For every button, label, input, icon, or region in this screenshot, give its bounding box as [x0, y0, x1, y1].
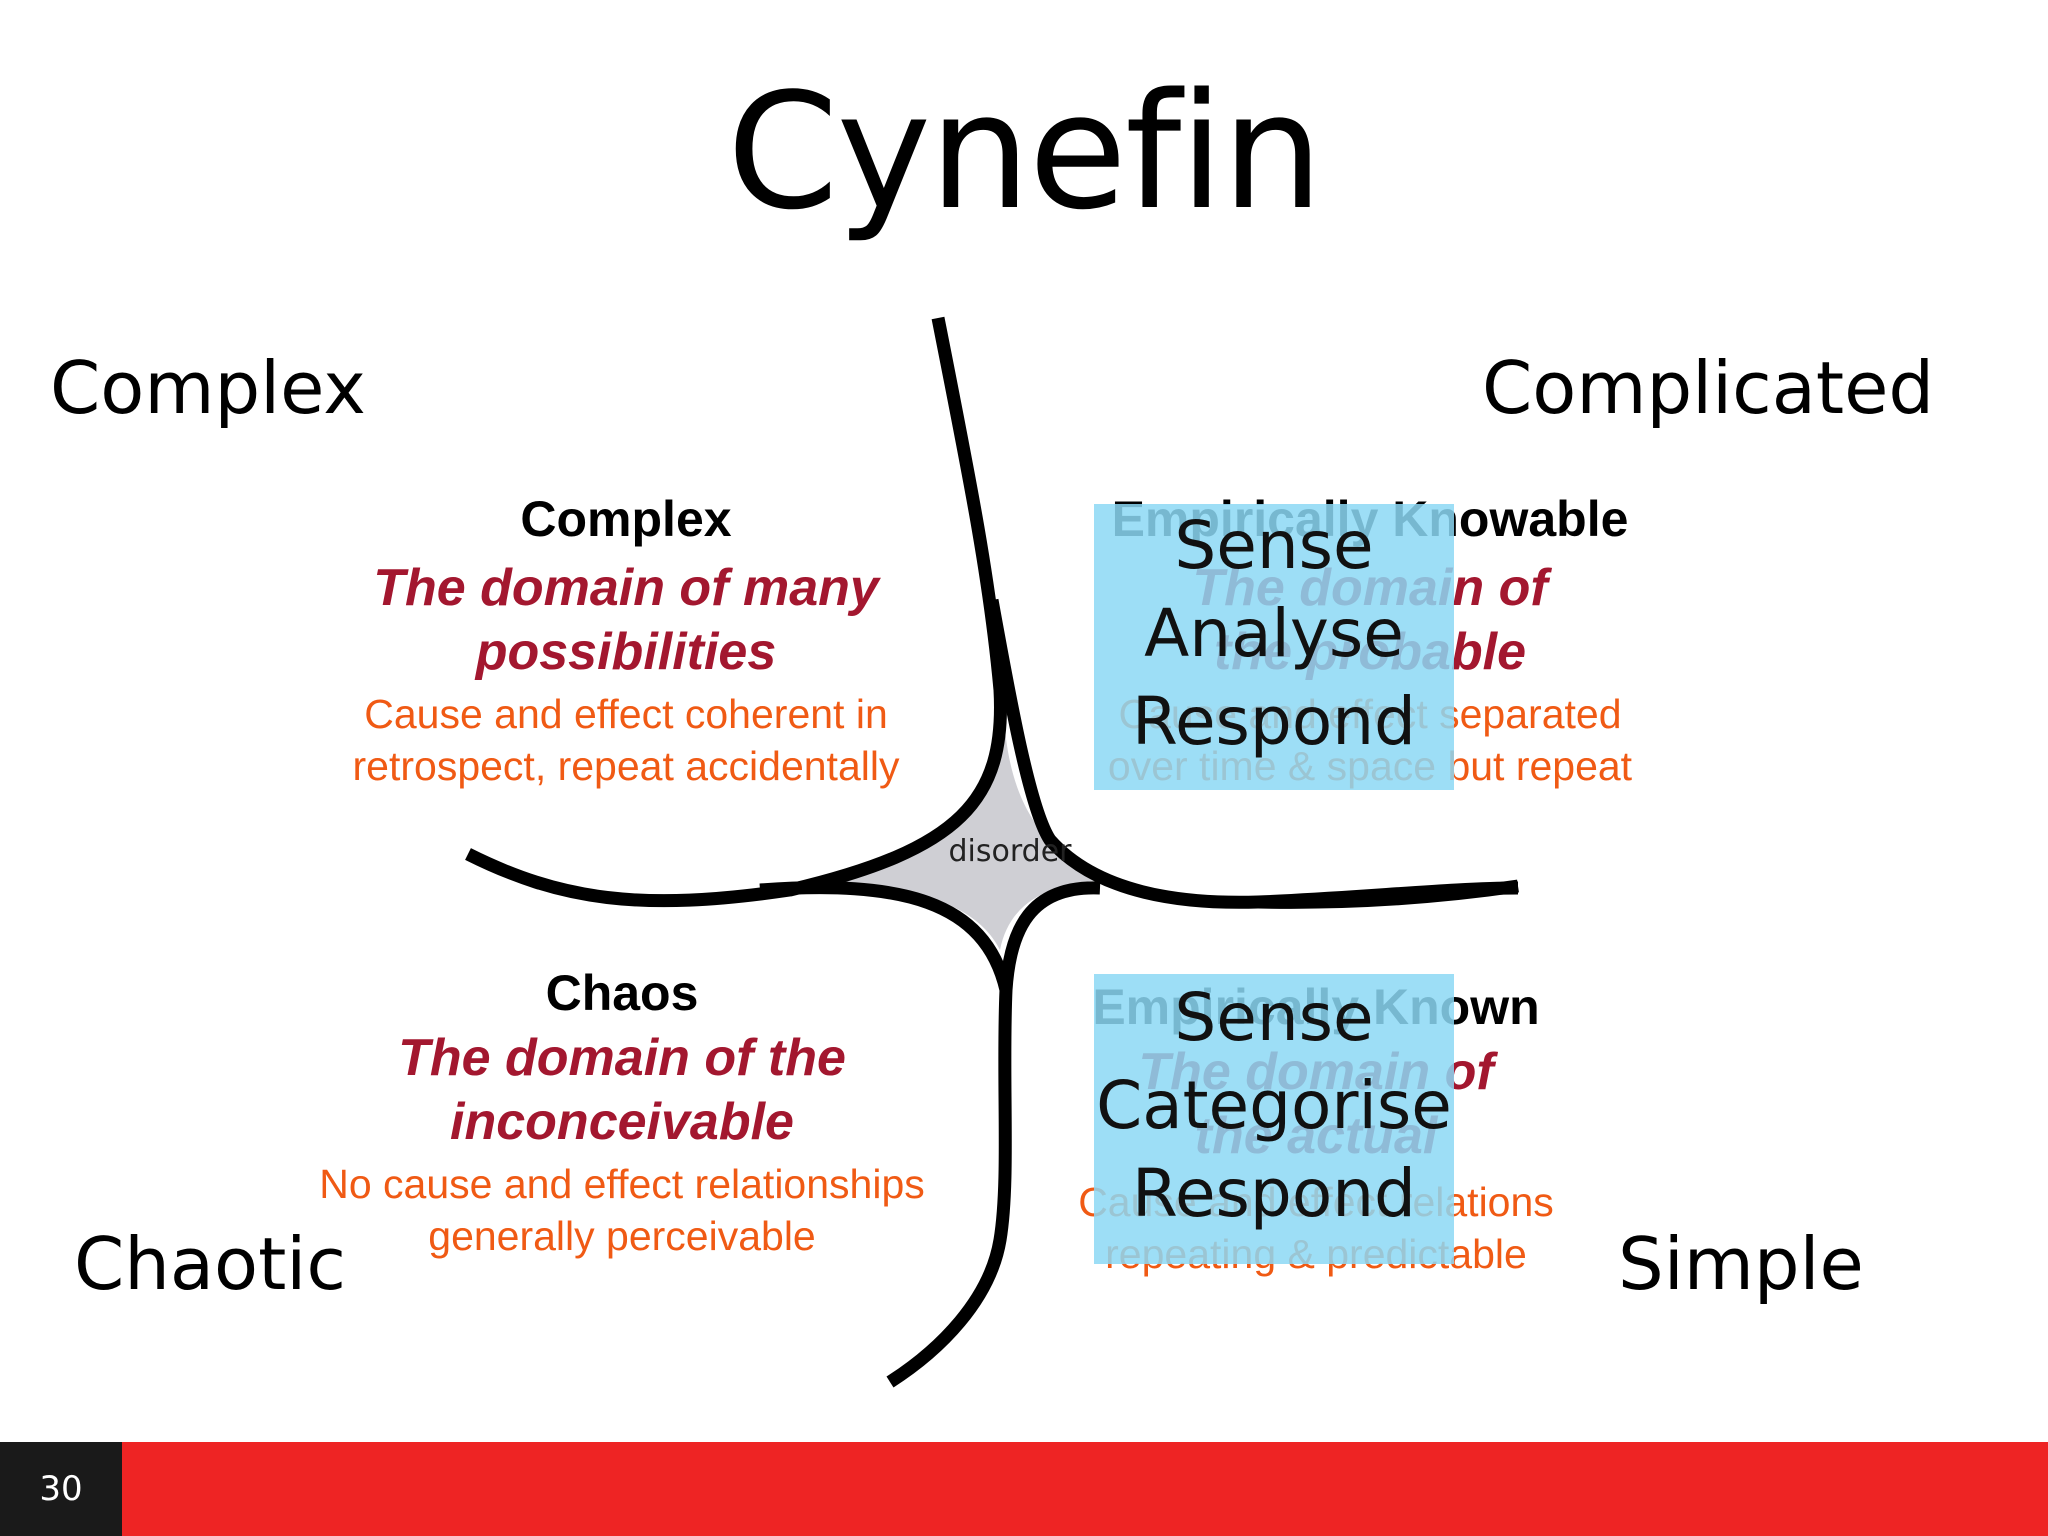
- simple-steps-overlay: Sense Categorise Respond: [1094, 974, 1454, 1264]
- divider-bottom: [886, 881, 1101, 1388]
- step-respond: Respond: [1132, 683, 1416, 760]
- step-categorise: Categorise: [1096, 1067, 1452, 1144]
- subtitle-line: inconceivable: [450, 1093, 794, 1151]
- quadrant-heading: Complex: [520, 491, 732, 547]
- step-sense: Sense: [1174, 979, 1374, 1056]
- corner-label-chaotic: Chaotic: [74, 1222, 346, 1306]
- disorder-region: [800, 720, 1100, 950]
- subtitle-line: possibilities: [475, 623, 777, 681]
- quadrant-description: Cause and effect coherent in retrospect,…: [300, 688, 952, 792]
- corner-label-complicated: Complicated: [1482, 346, 1935, 430]
- quadrant-complex: Complex The domain of many possibilities…: [300, 490, 952, 792]
- corner-label-simple: Simple: [1618, 1222, 1864, 1306]
- divider-right-extension: [1257, 879, 1519, 909]
- quadrant-subtitle: The domain of many possibilities: [300, 556, 952, 684]
- step-sense: Sense: [1174, 507, 1374, 584]
- complicated-steps-overlay: Sense Analyse Respond: [1094, 504, 1454, 790]
- description-line: Cause and effect coherent in: [364, 691, 888, 737]
- divider-bottom-left: [759, 881, 1013, 992]
- description-line: No cause and effect relationships: [319, 1161, 925, 1207]
- quadrant-description: No cause and effect relationships genera…: [280, 1158, 964, 1262]
- description-line: retrospect, repeat accidentally: [352, 743, 900, 789]
- quadrant-subtitle: The domain of the inconceivable: [280, 1026, 964, 1154]
- quadrant-heading: Chaos: [545, 965, 699, 1021]
- divider-top-left: [465, 316, 1008, 908]
- step-respond: Respond: [1132, 1155, 1416, 1232]
- page-number: 30: [0, 1442, 122, 1536]
- footer-bar: [0, 1442, 2048, 1536]
- slide-title: Cynefin: [726, 58, 1323, 245]
- corner-label-complex: Complex: [50, 346, 366, 430]
- subtitle-line: The domain of the: [398, 1029, 846, 1087]
- subtitle-line: The domain of many: [373, 559, 879, 617]
- quadrant-chaos: Chaos The domain of the inconceivable No…: [280, 964, 964, 1262]
- disorder-label: disorder: [948, 834, 1072, 869]
- description-line: generally perceivable: [428, 1213, 816, 1259]
- step-analyse: Analyse: [1144, 595, 1404, 672]
